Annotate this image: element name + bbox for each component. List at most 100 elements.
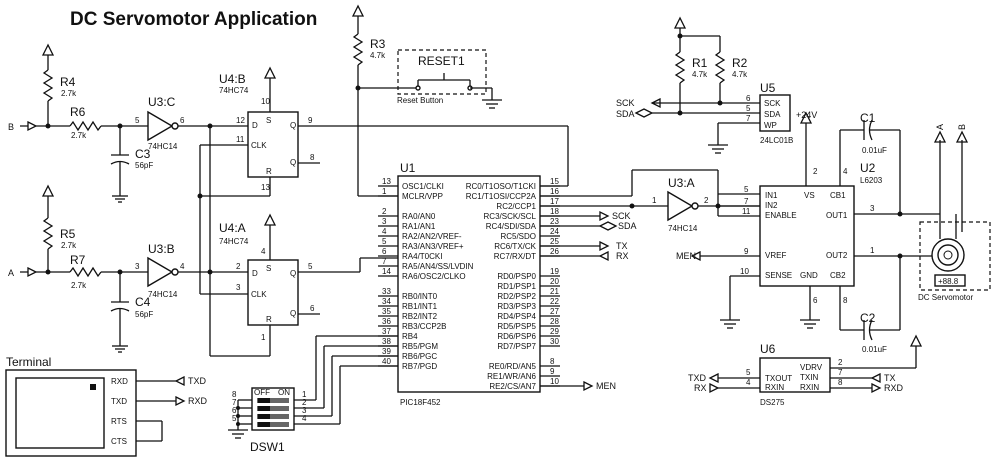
- u1-pin-name: RB6/PGC: [402, 352, 437, 361]
- svg-text:5: 5: [746, 368, 751, 377]
- net-label-tx-1: TX: [616, 241, 628, 251]
- svg-text:6: 6: [310, 304, 315, 313]
- dc-servomotor: A B +88.8 DC Servomotor: [918, 124, 991, 302]
- net-label-rx-3: RX: [694, 383, 707, 393]
- svg-text:CB1: CB1: [830, 191, 846, 200]
- reset-label: Reset Button: [397, 96, 443, 105]
- u5-eeprom: R1 4.7k R2 4.7k SCK SDA U5 SCK SDA WP 6 …: [616, 16, 793, 154]
- u1-pin-num: 24: [550, 227, 559, 236]
- svg-text:1: 1: [261, 333, 266, 342]
- u1-pin-num: 33: [382, 287, 391, 296]
- input-a-channel: A R5 2.7k R7 2.7k C4 56pF 3 U3:B 74HC14 …: [8, 184, 248, 353]
- u4a-part: 74HC74: [219, 237, 249, 246]
- net-label-rxd-1: RXD: [884, 383, 904, 393]
- svg-text:2: 2: [838, 358, 843, 367]
- svg-text:CB2: CB2: [830, 271, 846, 280]
- net-label-tx-2: TX: [884, 373, 896, 383]
- svg-text:S: S: [266, 264, 271, 273]
- svg-text:OUT1: OUT1: [826, 211, 848, 220]
- u1-pin-name: RC1/T1OSI/CCP2A: [466, 192, 537, 201]
- svg-text:GND: GND: [800, 271, 818, 280]
- u1-pin-name: RA1/AN1: [402, 222, 436, 231]
- u1-pin-name: RD7/PSP7: [497, 342, 536, 351]
- svg-text:1: 1: [870, 246, 875, 255]
- u1-pin-name: RD6/PSP6: [497, 332, 536, 341]
- net-label-24v: +24V: [796, 110, 817, 120]
- u3c-ref: U3:C: [148, 95, 176, 109]
- r3-ref: R3: [370, 37, 386, 51]
- u1-pin-num: 23: [550, 217, 559, 226]
- u1-pin-name: RB3/CCP2B: [402, 322, 446, 331]
- svg-text:8: 8: [838, 378, 843, 387]
- svg-text:WP: WP: [764, 121, 777, 130]
- u1-pin-name: MCLR/VPP: [402, 192, 443, 201]
- u1-pin-num: 4: [382, 227, 387, 236]
- u1-pin-num: 39: [382, 347, 391, 356]
- r1-value: 4.7k: [692, 70, 708, 79]
- u1-pin-name: OSC1/CLKI: [402, 182, 444, 191]
- u2-ref: U2: [860, 161, 876, 175]
- u1-pin-num: 37: [382, 327, 391, 336]
- u1-pin-num: 13: [382, 177, 391, 186]
- r6-ref: R6: [70, 105, 86, 119]
- svg-text:CLK: CLK: [251, 141, 267, 150]
- reset-circuit: R3 4.7k RESET1 Reset Button: [351, 4, 502, 197]
- u1-pin-num: 22: [550, 297, 559, 306]
- u1-pin-num: 18: [550, 207, 559, 216]
- u1-left-pins: 13OSC1/CLKI1MCLR/VPP2RA0/AN03RA1/AN14RA2…: [378, 177, 474, 371]
- svg-text:2: 2: [236, 262, 241, 271]
- net-label-a: A: [8, 268, 14, 278]
- u1-pin-num: 7: [382, 257, 387, 266]
- u1-pin-name: RC7/RX/DT: [494, 252, 536, 261]
- r7-ref: R7: [70, 253, 86, 267]
- u2-motor-driver: U2 L6203 IN1 IN2 ENABLE VREF SENSE CB1 O…: [676, 110, 940, 354]
- reset-ref: RESET1: [418, 54, 465, 68]
- u1-pin-name: RA2/AN2/VREF-: [402, 232, 462, 241]
- u1-pin-name: RB1/INT1: [402, 302, 438, 311]
- u1-pin-name: RC3/SCK/SCL: [484, 212, 537, 221]
- u1-pin-name: RB0/INT0: [402, 292, 438, 301]
- svg-text:13: 13: [261, 183, 270, 192]
- u1-pin-name: RC5/SDO: [500, 232, 536, 241]
- u3b-part: 74HC14: [148, 290, 178, 299]
- svg-text:8: 8: [843, 296, 848, 305]
- svg-text:9: 9: [744, 247, 749, 256]
- r5-value: 2.7k: [61, 241, 77, 250]
- u1-pin-num: 20: [550, 277, 559, 286]
- svg-text:1: 1: [302, 390, 307, 399]
- u3a-inverter: U3:A 1 74HC14 2: [632, 176, 760, 233]
- svg-text:3: 3: [236, 283, 241, 292]
- svg-text:D: D: [252, 121, 258, 130]
- motor-display: +88.8: [938, 277, 959, 286]
- c3-ref: C3: [135, 147, 151, 161]
- u1-pin-name: RA6/OSC2/CLKO: [402, 272, 466, 281]
- u4a-ref: U4:A: [219, 221, 246, 235]
- svg-text:11: 11: [742, 207, 751, 216]
- u1-pin-name: RB2/INT2: [402, 312, 438, 321]
- net-label-b: B: [8, 122, 14, 132]
- svg-text:RTS: RTS: [111, 417, 127, 426]
- u1-pin-num: 1: [382, 187, 387, 196]
- motor-label-a: A: [935, 124, 945, 130]
- c4-value: 56pF: [135, 310, 153, 319]
- dsw1-ref: DSW1: [250, 440, 285, 454]
- u5-part: 24LC01B: [760, 136, 793, 145]
- svg-text:VREF: VREF: [765, 251, 786, 260]
- svg-text:CLK: CLK: [251, 290, 267, 299]
- u6-ref: U6: [760, 342, 776, 356]
- svg-text:8: 8: [232, 390, 237, 399]
- svg-text:6: 6: [746, 94, 751, 103]
- svg-text:RXIN: RXIN: [800, 383, 819, 392]
- svg-text:RXD: RXD: [111, 377, 128, 386]
- r1-ref: R1: [692, 56, 708, 70]
- svg-text:10: 10: [261, 97, 270, 106]
- c3-value: 56pF: [135, 161, 153, 170]
- svg-text:R: R: [266, 167, 272, 176]
- svg-text:TXD: TXD: [111, 397, 127, 406]
- u1-pin-num: 29: [550, 327, 559, 336]
- svg-text:3: 3: [302, 406, 307, 415]
- c2-ref: C2: [860, 311, 876, 325]
- svg-text:OUT2: OUT2: [826, 251, 848, 260]
- u2-part: L6203: [860, 176, 883, 185]
